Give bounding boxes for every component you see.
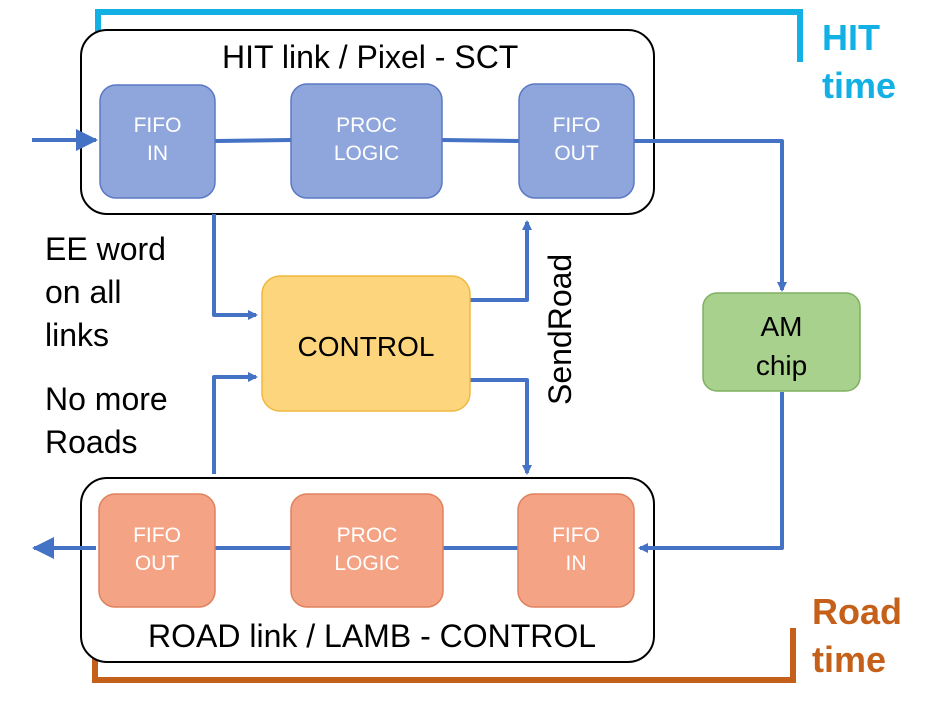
ee-word-label-line1: EE word <box>45 231 166 267</box>
control-block <box>261 275 471 412</box>
road-fifo-in-label: FIFO IN <box>552 524 600 576</box>
hit-proc-logic-label: PROC LOGIC <box>333 114 400 166</box>
control-label: CONTROL <box>297 331 435 362</box>
road-fifo-out-label: FIFO OUT <box>133 524 181 576</box>
hit-fifo-in-block <box>99 84 216 199</box>
road-fifo-out-block <box>98 493 216 608</box>
ee-word-label-line2: on all <box>45 274 122 310</box>
road-time-label-line2: time <box>812 639 887 680</box>
hit-proc-logic-block <box>290 83 443 199</box>
am-chip-label: AM chip <box>755 311 808 382</box>
road-link-title: ROAD link / LAMB - CONTROL <box>148 618 597 654</box>
hit-time-label-line2: time <box>822 65 897 106</box>
am-chip-block <box>702 292 861 392</box>
ee-word-label-line3: links <box>45 317 110 353</box>
ee-word-arrow <box>212 214 258 320</box>
send-road-label: SendRoad <box>542 253 578 405</box>
road-proc-logic-block <box>290 493 444 608</box>
hit-to-am-arrow <box>634 139 787 292</box>
control-to-hit-fifo-out-arrow <box>470 220 532 302</box>
hit-fifo-to-proc-line <box>214 138 292 143</box>
hit-fifo-out-label: FIFO OUT <box>552 114 601 166</box>
hit-link-title: HIT link / Pixel - SCT <box>222 39 519 75</box>
no-more-roads-arrow <box>212 372 258 474</box>
hit-fifo-in-label: FIFO IN <box>133 114 182 166</box>
road-proc-logic-label: PROC LOGIC <box>334 524 400 576</box>
road-time-label-line1: Road <box>812 591 902 632</box>
control-to-road-fifo-in-arrow <box>470 378 532 475</box>
hit-proc-to-fifo-line <box>441 138 520 143</box>
no-more-roads-label-line1: No more <box>45 381 168 417</box>
am-to-road-arrow <box>638 392 784 553</box>
hit-fifo-out-block <box>518 83 635 199</box>
hit-time-label-line1: HIT <box>822 17 880 58</box>
road-fifo-in-block <box>517 493 635 608</box>
no-more-roads-label-line2: Roads <box>45 424 138 460</box>
